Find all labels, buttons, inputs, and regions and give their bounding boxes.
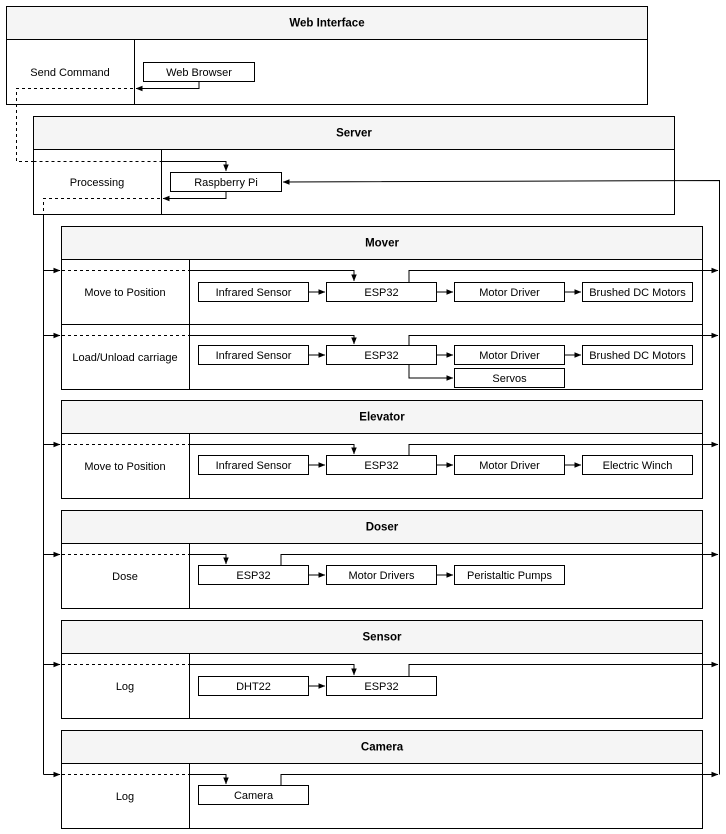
doser-peristaltic-pumps-box [454, 565, 565, 585]
return-bus-to-pi [282, 179, 720, 775]
lane-sensor: Sensor Log DHT22 ESP32 [61, 620, 703, 719]
doser-esp32-box [198, 565, 309, 585]
carriage-servos-box [454, 368, 565, 388]
mover-esp32-box [326, 282, 437, 302]
connector-to-raspberry-pi [162, 161, 229, 172]
elevator-feedback [408, 441, 719, 456]
sensor-dht22-label: DHT22 [236, 681, 271, 693]
carriage-esp32-box [326, 345, 437, 365]
mover-brushed-dc-motors-box [582, 282, 693, 302]
elevator-motor-driver-label: Motor Driver [479, 460, 540, 472]
row-label-sensor-log: Log [116, 681, 134, 693]
lane-title-server: Server [336, 128, 372, 140]
sensor-to-esp32 [190, 664, 357, 676]
web-browser-label: Web Browser [166, 67, 232, 79]
carriage-infrared-sensor-label: Infrared Sensor [216, 350, 292, 362]
lane-title-web-interface: Web Interface [289, 18, 364, 30]
lane-elevator: Elevator Move to Position Infrared Senso… [61, 400, 703, 499]
carriage-motor-driver-label: Motor Driver [479, 350, 540, 362]
raspberry-pi-box [170, 172, 282, 192]
mover2-esp-to-servos [408, 364, 454, 381]
carriage-servos-label: Servos [492, 373, 527, 385]
carriage-brushed-dc-motors-label: Brushed DC Motors [589, 350, 686, 362]
lane-mover: Mover Move to Position Infrared Sensor E… [61, 226, 703, 390]
doser-motor-drivers-box [326, 565, 437, 585]
mover-motor-driver-label: Motor Driver [479, 287, 540, 299]
lane-title-camera: Camera [361, 742, 404, 754]
raspberry-pi-label: Raspberry Pi [194, 177, 258, 189]
elevator-to-esp32 [190, 444, 357, 455]
mover-infrared-sensor-box [198, 282, 309, 302]
mover-esp32-label: ESP32 [364, 287, 398, 299]
lane-title-sensor: Sensor [363, 632, 403, 644]
lane-title-elevator: Elevator [359, 412, 405, 424]
elevator-esp32-box [326, 455, 437, 475]
camera-to-camera-box [190, 774, 229, 785]
connector-browser-return [135, 81, 200, 92]
connector-command-to-server [16, 88, 133, 162]
sensor-esp32-label: ESP32 [364, 681, 398, 693]
lane-title-mover: Mover [365, 238, 399, 250]
camera-label: Camera [234, 790, 274, 802]
row-label-elevator-move: Move to Position [84, 461, 165, 473]
doser-peristaltic-pumps-label: Peristaltic Pumps [467, 570, 552, 582]
lane-web-interface: Web Interface Send Command Web Browser [6, 6, 648, 105]
elevator-electric-winch-box [582, 455, 693, 475]
mover-row1-to-esp32 [190, 270, 357, 282]
carriage-brushed-dc-motors-box [582, 345, 693, 365]
connectors [16, 81, 720, 786]
carriage-infrared-sensor-box [198, 345, 309, 365]
row-label-send-command: Send Command [30, 67, 110, 79]
mover-infrared-sensor-label: Infrared Sensor [216, 287, 292, 299]
row-label-dose: Dose [112, 571, 138, 583]
lane-title-doser: Doser [366, 522, 399, 534]
elevator-infrared-sensor-box [198, 455, 309, 475]
lane-server: Server Processing Raspberry Pi [33, 116, 675, 215]
doser-to-esp32 [190, 554, 229, 565]
doser-motor-drivers-label: Motor Drivers [348, 570, 415, 582]
elevator-esp32-label: ESP32 [364, 460, 398, 472]
sensor-esp32-box [326, 676, 437, 696]
mover2-feedback [408, 332, 719, 346]
connector-pi-return [162, 192, 227, 202]
row-label-load-unload-carriage: Load/Unload carriage [72, 352, 177, 364]
carriage-esp32-label: ESP32 [364, 350, 398, 362]
mover1-feedback [408, 267, 719, 283]
carriage-motor-driver-box [454, 345, 565, 365]
elevator-electric-winch-label: Electric Winch [603, 460, 673, 472]
lane-camera: Camera Log Camera [61, 730, 703, 829]
mover-brushed-dc-motors-label: Brushed DC Motors [589, 287, 686, 299]
camera-feedback [280, 771, 719, 786]
mover-motor-driver-box [454, 282, 565, 302]
sensor-dht22-box [198, 676, 309, 696]
elevator-infrared-sensor-label: Infrared Sensor [216, 460, 292, 472]
doser-esp32-label: ESP32 [236, 570, 270, 582]
row-label-move-to-position: Move to Position [84, 287, 165, 299]
row-label-camera-log: Log [116, 791, 134, 803]
doser-feedback [280, 551, 719, 566]
row-label-processing: Processing [70, 177, 124, 189]
lane-doser: Doser Dose ESP32 Motor Drivers Peristalt… [61, 510, 703, 609]
mover-row2-to-esp32 [190, 335, 357, 345]
camera-box [198, 785, 309, 805]
elevator-motor-driver-box [454, 455, 565, 475]
connector-pi-dispatch [43, 198, 160, 215]
sensor-feedback [408, 661, 719, 677]
